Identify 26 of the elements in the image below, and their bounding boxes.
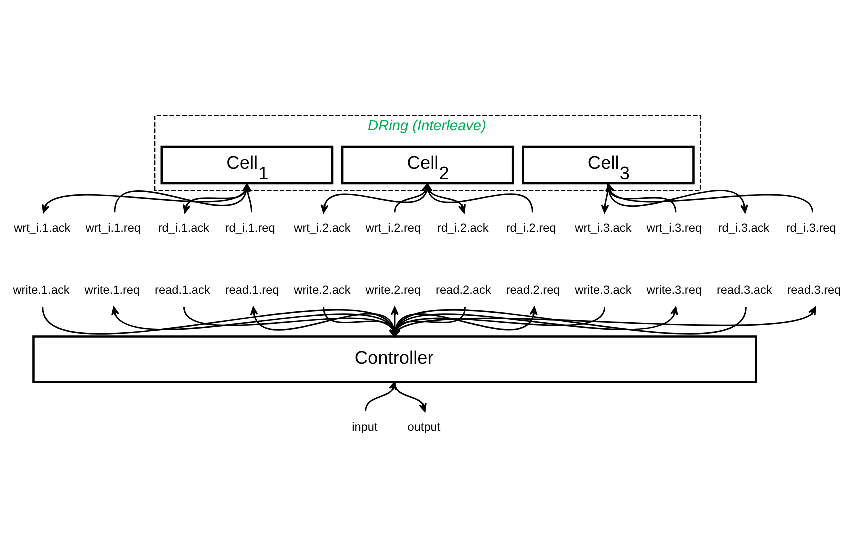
node-text: rd_i.2.ack	[437, 220, 489, 235]
node-text: wrt_i.1.req	[86, 220, 142, 235]
node-text: write.3.req	[646, 282, 702, 297]
node-text: read.2.ack	[436, 282, 492, 297]
node-text: wrt_i.3.ack	[575, 220, 632, 235]
node-text: read.1.req	[225, 282, 280, 297]
node-text: rd_i.3.ack	[718, 220, 770, 235]
node-text: rd_i.1.ack	[158, 220, 210, 235]
node-text: wrt_i.1.ack	[14, 220, 71, 235]
node-text: output	[408, 420, 441, 434]
node-text: rd_i.2.req	[506, 220, 556, 235]
node-text: rd_i.1.req	[225, 220, 276, 235]
node-text: read.2.req	[506, 282, 560, 297]
node-text: wrt_i.2.ack	[294, 220, 351, 235]
node-text: wrt_i.3.req	[646, 220, 702, 235]
node-text: input	[352, 420, 378, 434]
node-text: write.3.ack	[575, 282, 632, 297]
node-text: read.3.ack	[716, 282, 772, 297]
node-text: write.2.req	[366, 282, 422, 297]
node-text: write.2.ack	[294, 282, 351, 297]
node-text: read.1.ack	[155, 282, 210, 297]
node-text: wrt_i.2.req	[366, 220, 422, 235]
node-text: read.3.req	[787, 282, 842, 297]
node-text: write.1.ack	[13, 282, 70, 297]
node-text: write.1.req	[84, 282, 140, 297]
node-text: rd_i.3.req	[786, 220, 836, 235]
